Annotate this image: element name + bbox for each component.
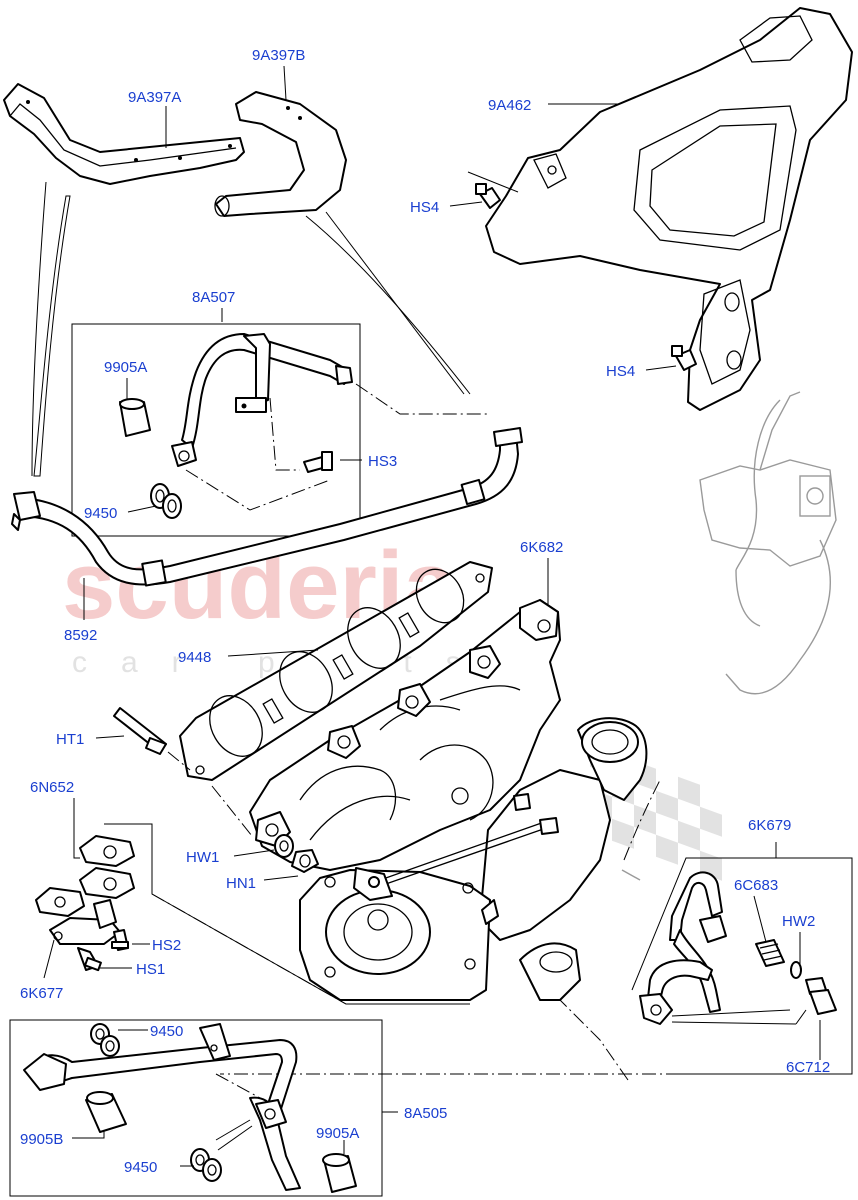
exhaust-manifold-6K682 [249, 599, 561, 871]
heat-shield-9A397B [214, 91, 347, 217]
label-8A505: 8A505 [404, 1105, 447, 1122]
leader-dash-stud [211, 785, 253, 837]
pipe-8592 [11, 181, 523, 587]
label-6N652: 6N652 [30, 779, 74, 796]
kit-8A507-box [71, 308, 490, 537]
label-9905A-bottom: 9905A [316, 1125, 359, 1142]
label-HT1: HT1 [56, 731, 84, 748]
bolt-HS4-lower [671, 345, 697, 371]
kit-8A505-box [9, 1019, 398, 1197]
label-9448: 9448 [178, 649, 211, 666]
label-9905B: 9905B [20, 1131, 63, 1148]
label-HS4-lower: HS4 [606, 363, 635, 380]
label-9905A-top: 9905A [104, 359, 147, 376]
bolt-HS4-upper [475, 183, 501, 209]
heat-shield-9A397A [3, 83, 245, 185]
label-9A397B: 9A397B [252, 47, 305, 64]
turbocharger [299, 717, 648, 1001]
label-6K682: 6K682 [520, 539, 563, 556]
background-ghost-assembly [621, 391, 837, 881]
nut-HN1 [291, 849, 319, 873]
part-labels: 9A397A 9A397B 9A462 HS4 HS4 8A507 9905A … [20, 47, 830, 1176]
label-8592: 8592 [64, 627, 97, 644]
label-HS1: HS1 [136, 961, 165, 978]
bolt-HS1 [77, 947, 102, 972]
bolt-HS2 [111, 929, 129, 951]
label-9A397A: 9A397A [128, 89, 181, 106]
label-9450-bottom-1: 9450 [150, 1023, 183, 1040]
label-6C712: 6C712 [786, 1059, 830, 1076]
label-HW1: HW1 [186, 849, 219, 866]
washer-HW1 [274, 834, 294, 858]
label-9A462: 9A462 [488, 97, 531, 114]
label-HS2: HS2 [152, 937, 181, 954]
label-8A507: 8A507 [192, 289, 235, 306]
label-9450-bottom-2: 9450 [124, 1159, 157, 1176]
label-9450-top: 9450 [84, 505, 117, 522]
gasket-9448 [179, 561, 493, 781]
label-6K677: 6K677 [20, 985, 63, 1002]
heat-shield-9A462 [467, 7, 853, 411]
label-HS4-upper: HS4 [410, 199, 439, 216]
gasket-6N652 [35, 835, 135, 917]
label-6C683: 6C683 [734, 877, 778, 894]
label-6K679: 6K679 [748, 817, 791, 834]
label-HN1: HN1 [226, 875, 256, 892]
label-HW2: HW2 [782, 913, 815, 930]
dash-to-turbo [151, 893, 347, 1005]
label-HS3: HS3 [368, 453, 397, 470]
kit-6K679-box [220, 779, 853, 1081]
fitting-6K677 [49, 899, 121, 945]
leader-lines [43, 65, 821, 1167]
stud-HT1 [113, 707, 191, 771]
bolt-HS3 [303, 451, 333, 473]
